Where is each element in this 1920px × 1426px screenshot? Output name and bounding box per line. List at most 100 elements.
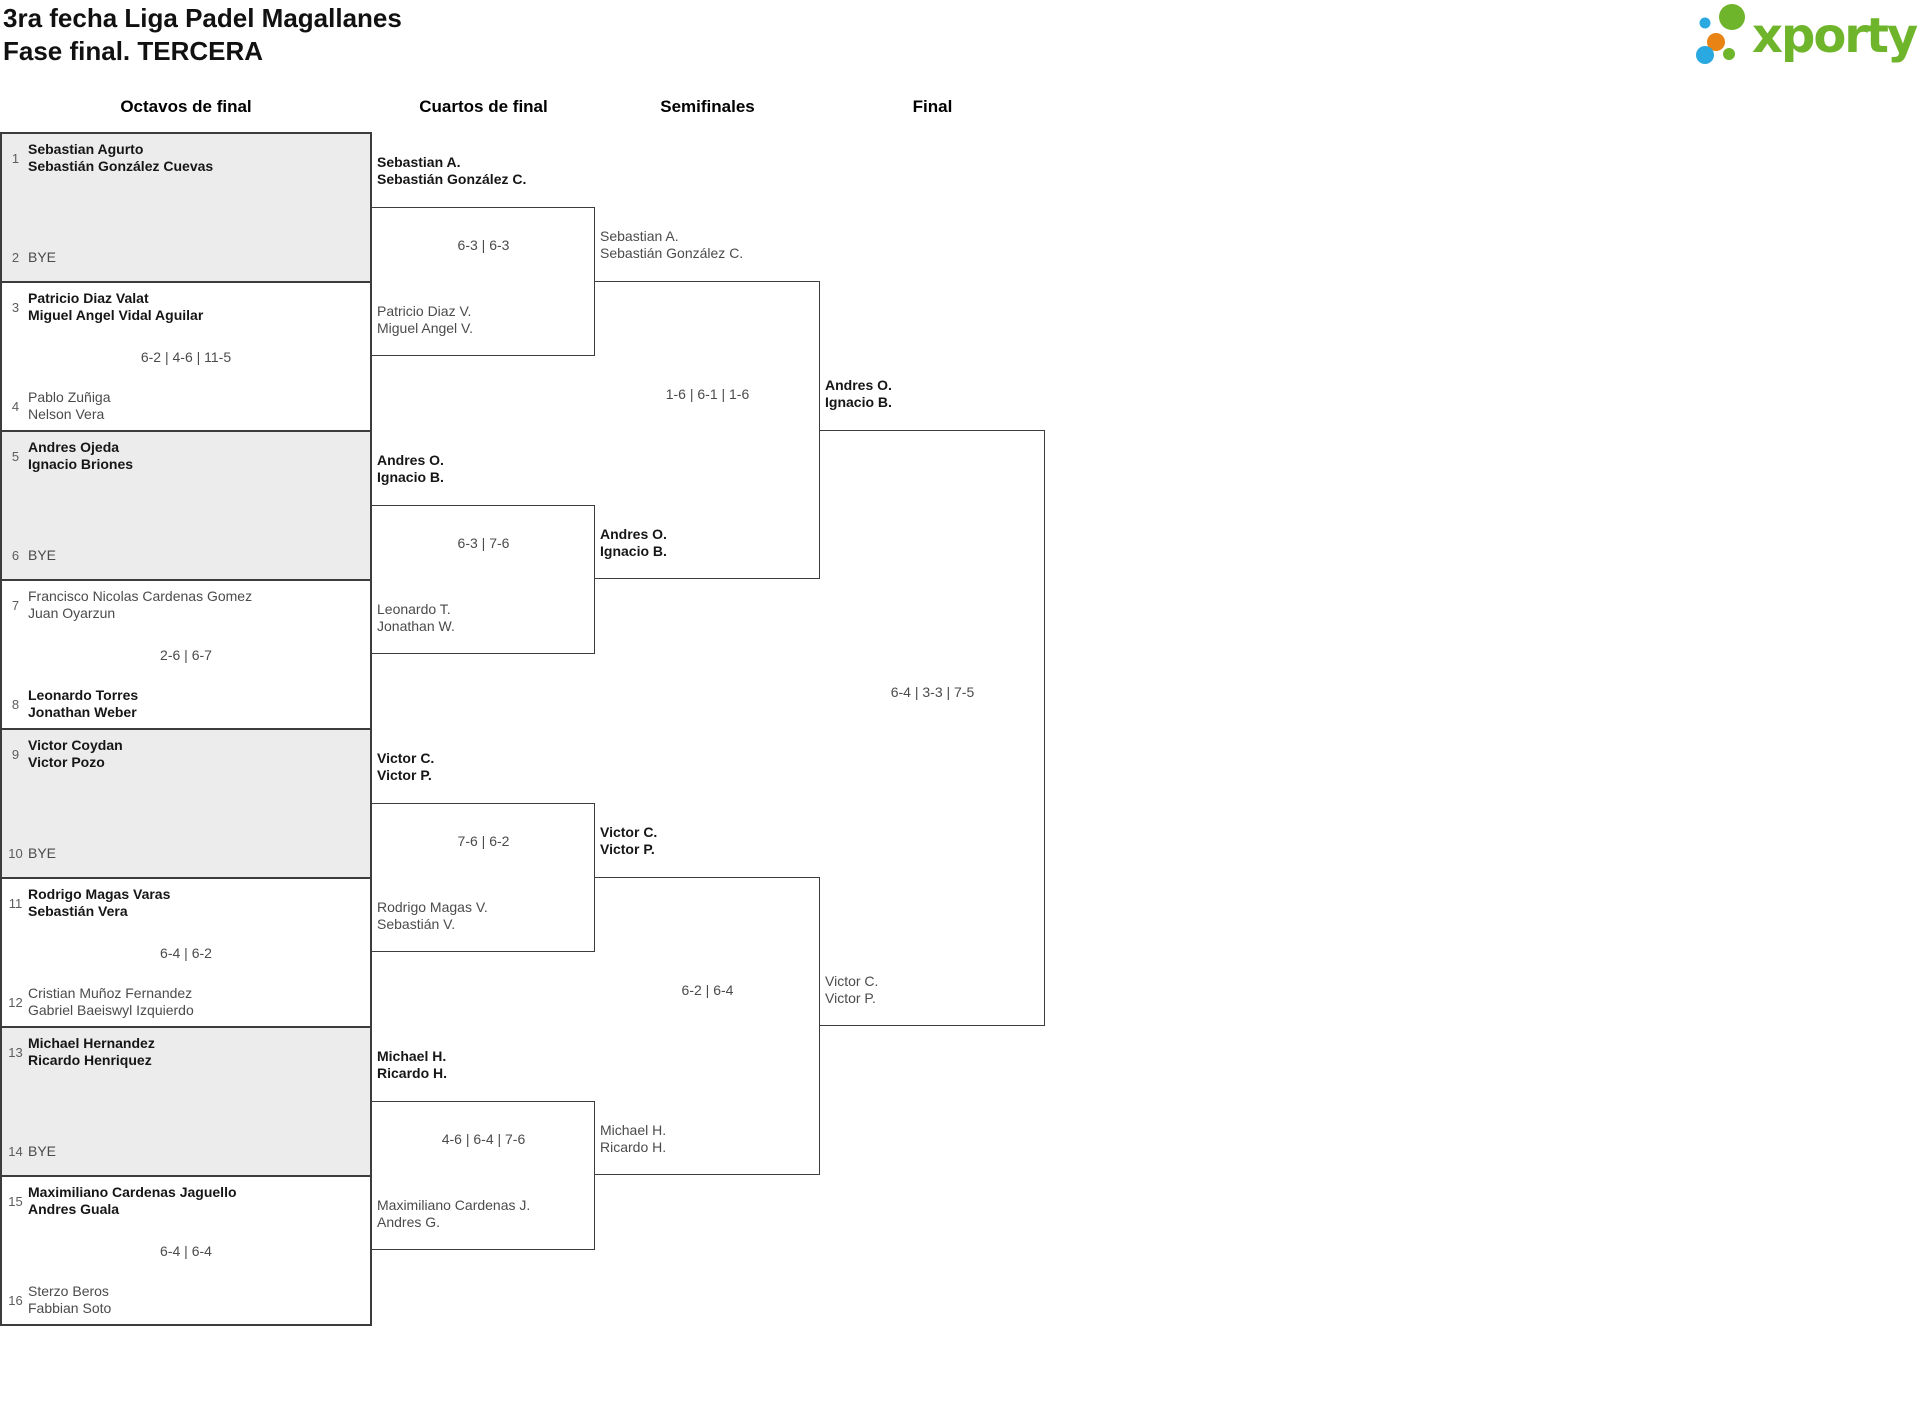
player-name: Fabbian Soto: [28, 1300, 112, 1316]
player-name: Ignacio B.: [600, 543, 667, 559]
player-name: Victor P.: [600, 841, 655, 857]
match-box-octavos-3: 5 Andres Ojeda Ignacio Briones 6 BYE: [0, 430, 372, 581]
team-entry: 16 Sterzo Beros Fabbian Soto: [7, 1283, 365, 1317]
advancing-team-label: Michael H. Ricardo H.: [377, 1048, 447, 1082]
player-name: Patricio Diaz Valat: [28, 290, 149, 306]
team-entry: 4 Pablo Zuñiga Nelson Vera: [7, 389, 365, 423]
team-name: Michael Hernandez Ricardo Henriquez: [28, 1035, 155, 1069]
player-name: Sebastian A.: [600, 228, 679, 244]
player-name: Victor C.: [377, 750, 435, 766]
player-name: Cristian Muñoz Fernandez: [28, 985, 193, 1001]
seed-number: 11: [8, 895, 23, 911]
player-name: Sebastián González C.: [600, 245, 744, 261]
xporty-logo-dots-icon: [1696, 4, 1745, 64]
match-score: 6-4 | 6-2: [160, 944, 212, 961]
player-name: Leonardo Torres: [28, 687, 139, 703]
bye-label: BYE: [28, 1143, 57, 1159]
connector-semifinal-2: [595, 877, 820, 1175]
column-header-semifinales: Semifinales: [660, 97, 755, 116]
player-name: Michael H.: [600, 1122, 667, 1138]
player-name: Jonathan W.: [377, 618, 455, 634]
player-name: Ignacio Briones: [28, 456, 134, 472]
seed-number: 1: [11, 150, 20, 166]
team-entry: 6 BYE: [7, 547, 365, 564]
player-name: Sebastián Vera: [28, 903, 128, 919]
match-score: 7-6 | 6-2: [457, 833, 510, 849]
match-score: 1-6 | 6-1 | 1-6: [665, 386, 750, 402]
advancing-team-label: Andres O. Ignacio B.: [600, 526, 667, 560]
player-name: Ricardo Henriquez: [28, 1052, 152, 1068]
team-entry: 9 Victor Coydan Victor Pozo: [7, 737, 365, 771]
xporty-logo[interactable]: xporty: [1692, 2, 1918, 66]
connector-final: [820, 430, 1045, 1026]
team-name: Sterzo Beros Fabbian Soto: [28, 1283, 111, 1317]
advancing-team-label: Rodrigo Magas V. Sebastián V.: [377, 899, 488, 933]
advancing-team-label: Michael H. Ricardo H.: [600, 1122, 666, 1156]
advancing-team-label: Victor C. Victor P.: [825, 973, 878, 1007]
player-name: Victor Pozo: [28, 754, 105, 770]
team-name: Andres Ojeda Ignacio Briones: [28, 439, 133, 473]
page-title-line2: Fase final. TERCERA: [3, 36, 264, 66]
advancing-team-label: Sebastian A. Sebastián González C.: [377, 154, 526, 188]
seed-number: 15: [8, 1193, 23, 1209]
match-box-octavos-2: 3 Patricio Diaz Valat Miguel Angel Vidal…: [0, 281, 372, 432]
player-name: Juan Oyarzun: [28, 605, 116, 621]
player-name: Andres Ojeda: [28, 439, 120, 455]
player-name: Patricio Diaz V.: [377, 303, 472, 319]
team-entry: 15 Maximiliano Cardenas Jaguello Andres …: [7, 1184, 365, 1218]
advancing-team-label: Patricio Diaz V. Miguel Angel V.: [377, 303, 473, 337]
seed-number: 10: [8, 846, 23, 861]
match-score: 6-2 | 6-4: [681, 982, 734, 998]
team-entry: 1 Sebastian Agurto Sebastián González Cu…: [7, 141, 365, 175]
player-name: Rodrigo Magas V.: [377, 899, 488, 915]
player-name: Maximiliano Cardenas Jaguello: [28, 1184, 237, 1200]
match-box-octavos-8: 15 Maximiliano Cardenas Jaguello Andres …: [0, 1175, 372, 1326]
bye-label: BYE: [28, 547, 57, 563]
match-score: 6-3 | 6-3: [457, 237, 510, 253]
team-name: Maximiliano Cardenas Jaguello Andres Gua…: [28, 1184, 237, 1218]
team-entry: 13 Michael Hernandez Ricardo Henriquez: [7, 1035, 365, 1069]
column-header-final: Final: [912, 97, 953, 116]
team-entry: 14 BYE: [7, 1143, 365, 1160]
player-name: Andres O.: [377, 452, 444, 468]
seed-number: 4: [11, 398, 20, 414]
advancing-team-label: Leonardo T. Jonathan W.: [377, 601, 455, 635]
player-name: Ignacio B.: [825, 394, 892, 410]
column-header-cuartos: Cuartos de final: [419, 97, 548, 116]
team-name: Patricio Diaz Valat Miguel Angel Vidal A…: [28, 290, 203, 324]
seed-number: 9: [11, 746, 20, 762]
player-name: Miguel Angel V.: [377, 320, 473, 336]
match-score: 6-2 | 4-6 | 11-5: [140, 348, 232, 365]
team-name: Pablo Zuñiga Nelson Vera: [28, 389, 111, 423]
player-name: Sebastian Agurto: [28, 141, 144, 157]
seed-number: 2: [11, 250, 20, 265]
player-name: Andres O.: [825, 377, 892, 393]
match-box-octavos-6: 11 Rodrigo Magas Varas Sebastián Vera 6-…: [0, 877, 372, 1028]
team-entry: 10 BYE: [7, 845, 365, 862]
match-box-octavos-4: 7 Francisco Nicolas Cardenas Gomez Juan …: [0, 579, 372, 730]
player-name: Victor C.: [825, 973, 879, 989]
connector-cuartos-3: [372, 803, 595, 952]
player-name: Gabriel Baeiswyl Izquierdo: [28, 1002, 194, 1018]
team-name: Cristian Muñoz Fernandez Gabriel Baeiswy…: [28, 985, 194, 1019]
match-score: 6-4 | 3-3 | 7-5: [890, 684, 975, 700]
match-score: 4-6 | 6-4 | 7-6: [441, 1131, 526, 1147]
match-box-octavos-5: 9 Victor Coydan Victor Pozo 10 BYE: [0, 728, 372, 879]
advancing-team-label: Andres O. Ignacio B.: [377, 452, 444, 486]
seed-number: 12: [8, 994, 23, 1010]
column-header-octavos: Octavos de final: [120, 97, 252, 116]
player-name: Sebastián González C.: [377, 171, 527, 187]
advancing-team-label: Maximiliano Cardenas J. Andres G.: [377, 1197, 530, 1231]
team-name: Victor Coydan Victor Pozo: [28, 737, 123, 771]
player-name: Sterzo Beros: [28, 1283, 109, 1299]
player-name: Andres O.: [600, 526, 667, 542]
match-score: 2-6 | 6-7: [160, 646, 212, 663]
player-name: Jonathan Weber: [28, 704, 137, 720]
team-name: Francisco Nicolas Cardenas Gomez Juan Oy…: [28, 588, 252, 622]
match-score: 6-4 | 6-4: [160, 1242, 212, 1259]
match-score: 6-3 | 7-6: [457, 535, 510, 551]
page-title-line1: 3ra fecha Liga Padel Magallanes: [3, 3, 402, 33]
advancing-team-label: Andres O. Ignacio B.: [825, 377, 892, 411]
connector-cuartos-2: [372, 505, 595, 654]
